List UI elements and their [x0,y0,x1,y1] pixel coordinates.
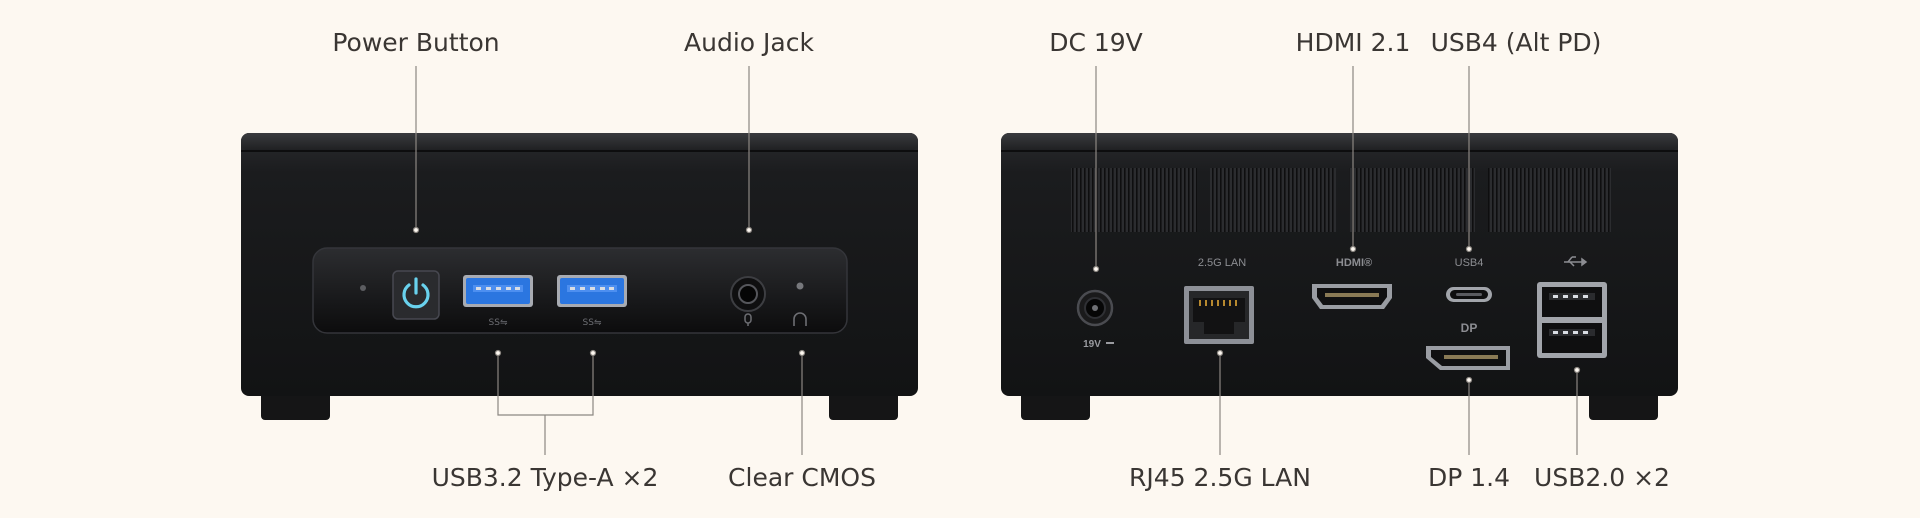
usb-a-port-2 [557,275,627,307]
status-led [360,285,366,291]
displayport-port [1426,346,1510,370]
callout-audio-jack: Audio Jack [684,28,814,57]
dc-jack-port [1076,289,1114,327]
vent-3 [1349,168,1475,232]
callout-usb4: USB4 (Alt PD) [1430,28,1602,57]
usb-ss-logo-1: SS⇋ [489,318,508,328]
audio-jack-port [730,276,766,312]
front-foot-left [261,392,330,420]
callout-usb32: USB3.2 Type-A ×2 [431,463,659,492]
microphone-icon [744,313,752,326]
rear-foot-left [1021,392,1090,420]
vent-2 [1210,168,1336,232]
leader-dots [412,226,1581,384]
callout-dc-19v: DC 19V [1049,28,1143,57]
power-icon [402,277,430,309]
callout-power-button: Power Button [332,28,500,57]
front-foot-right [829,392,898,420]
dc-jack-label: 19V [1083,339,1101,350]
usb-symbol-icon [1564,256,1588,267]
usb2-port-stack [1537,282,1607,358]
callout-usb20: USB2.0 ×2 [1534,463,1670,492]
headphone-icon [793,312,807,326]
callout-dp: DP 1.4 [1427,463,1511,492]
rear-lid-edge [1001,133,1678,151]
usb4-type-c-port [1446,287,1492,302]
vent-1 [1071,168,1197,232]
callout-rj45: RJ45 2.5G LAN [1129,463,1311,492]
usb4-port-label: USB4 [1455,257,1484,269]
callout-clear-cmos: Clear CMOS [728,463,876,492]
dp-port-label: DP [1461,321,1478,335]
front-mini-pc: SS⇋ SS⇋ [241,133,918,420]
hdmi-logo: HDMI® [1336,257,1372,269]
power-button[interactable] [392,270,440,320]
front-lid-edge [241,133,918,151]
usb-a-port-1 [463,275,533,307]
rj45-lan-port [1184,286,1254,344]
vent-4 [1488,168,1611,232]
rear-mini-pc: 19V 2.5G LAN HDMI® USB4 D [1001,133,1678,420]
callout-hdmi: HDMI 2.1 [1295,28,1411,57]
leader-lines [415,66,1578,455]
clear-cmos-hole [796,282,804,290]
lan-port-label: 2.5G LAN [1198,257,1246,269]
usb-ss-logo-2: SS⇋ [583,318,602,328]
hdmi-port [1312,284,1392,309]
rear-foot-right [1589,392,1658,420]
